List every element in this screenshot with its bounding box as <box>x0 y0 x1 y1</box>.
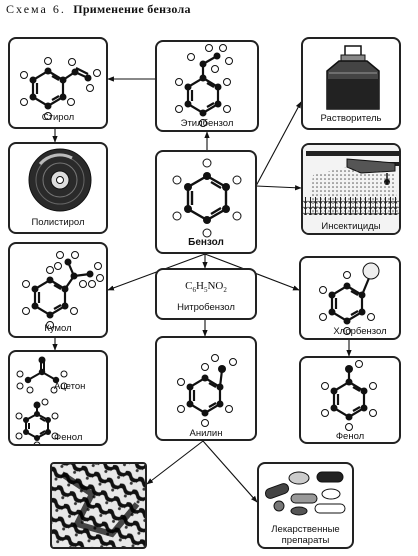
node-acetone-phenol: Ацетон Фенол <box>8 350 108 446</box>
chlorobenzene-label: Хлорбензол <box>333 326 387 337</box>
drugs-label-line2: препараты <box>281 535 330 546</box>
cumene-label: Кумол <box>44 323 72 334</box>
node-styrene: Стирол <box>8 37 108 129</box>
node-nitrobenzene: C6H5NO2 Нитробензол <box>155 268 257 320</box>
ethylbenzene-label: Этилбензол <box>180 118 234 129</box>
phenol-molecule-icon <box>321 360 377 431</box>
node-dyes-photo <box>50 462 147 549</box>
nitrobenzene-label: Нитробензол <box>177 302 235 313</box>
solvent-label: Растворитель <box>320 113 382 124</box>
styrene-label: Стирол <box>41 112 75 123</box>
node-benzene: Бензол <box>155 150 257 254</box>
dyed-fabric-image <box>52 464 145 547</box>
arrow-benzene-to-solvent <box>255 101 302 187</box>
acetone-phenol-molecules-icon <box>15 356 68 444</box>
drugs-label-line1: Лекарственные <box>271 524 340 535</box>
node-aniline: Анилин <box>155 336 257 441</box>
polystyrene-label: Полистирол <box>31 217 85 228</box>
node-solvent: Растворитель <box>301 37 401 130</box>
acetone-label: Ацетон <box>54 381 86 392</box>
aniline-molecule-icon <box>177 354 237 427</box>
node-insecticides: Инсектициды <box>301 143 401 235</box>
benzene-molecule-icon <box>172 158 242 238</box>
pills-icon <box>264 471 346 516</box>
styrene-molecule-icon <box>20 57 101 120</box>
node-chlorobenzene: Хлорбензол <box>299 256 401 340</box>
aniline-label: Анилин <box>189 428 223 439</box>
arrow-aniline-to-dyes <box>146 440 204 485</box>
nitrobenzene-formula: C6H5NO2 <box>185 280 227 295</box>
arrow-aniline-to-drugs <box>202 440 258 503</box>
arrow-benzene-to-insecticides <box>255 185 302 191</box>
scheme-name: Применение бензола <box>73 2 191 16</box>
node-phenol-right: Фенол <box>299 356 401 444</box>
node-polystyrene: Полистирол <box>8 142 108 234</box>
benzene-label: Бензол <box>188 237 224 248</box>
node-cumene: Кумол <box>8 242 108 338</box>
scheme-title: Схема 6. Применение бензола <box>6 2 191 17</box>
ethylbenzene-molecule-icon <box>175 44 233 127</box>
node-ethylbenzene: Этилбензол <box>155 40 259 132</box>
crop-duster-plane-icon <box>303 145 399 233</box>
scheme-number: Схема 6. <box>6 2 66 16</box>
node-drugs: Лекарственные препараты <box>257 462 354 549</box>
compact-disc-icon <box>28 148 92 212</box>
chlorobenzene-molecule-icon <box>319 262 380 335</box>
phenol-right-label: Фенол <box>335 431 365 442</box>
phenol-left-label: Фенол <box>54 432 83 443</box>
cumene-molecule-icon <box>22 251 104 329</box>
insecticides-label: Инсектициды <box>321 221 381 232</box>
solvent-bottle-icon <box>326 45 380 110</box>
